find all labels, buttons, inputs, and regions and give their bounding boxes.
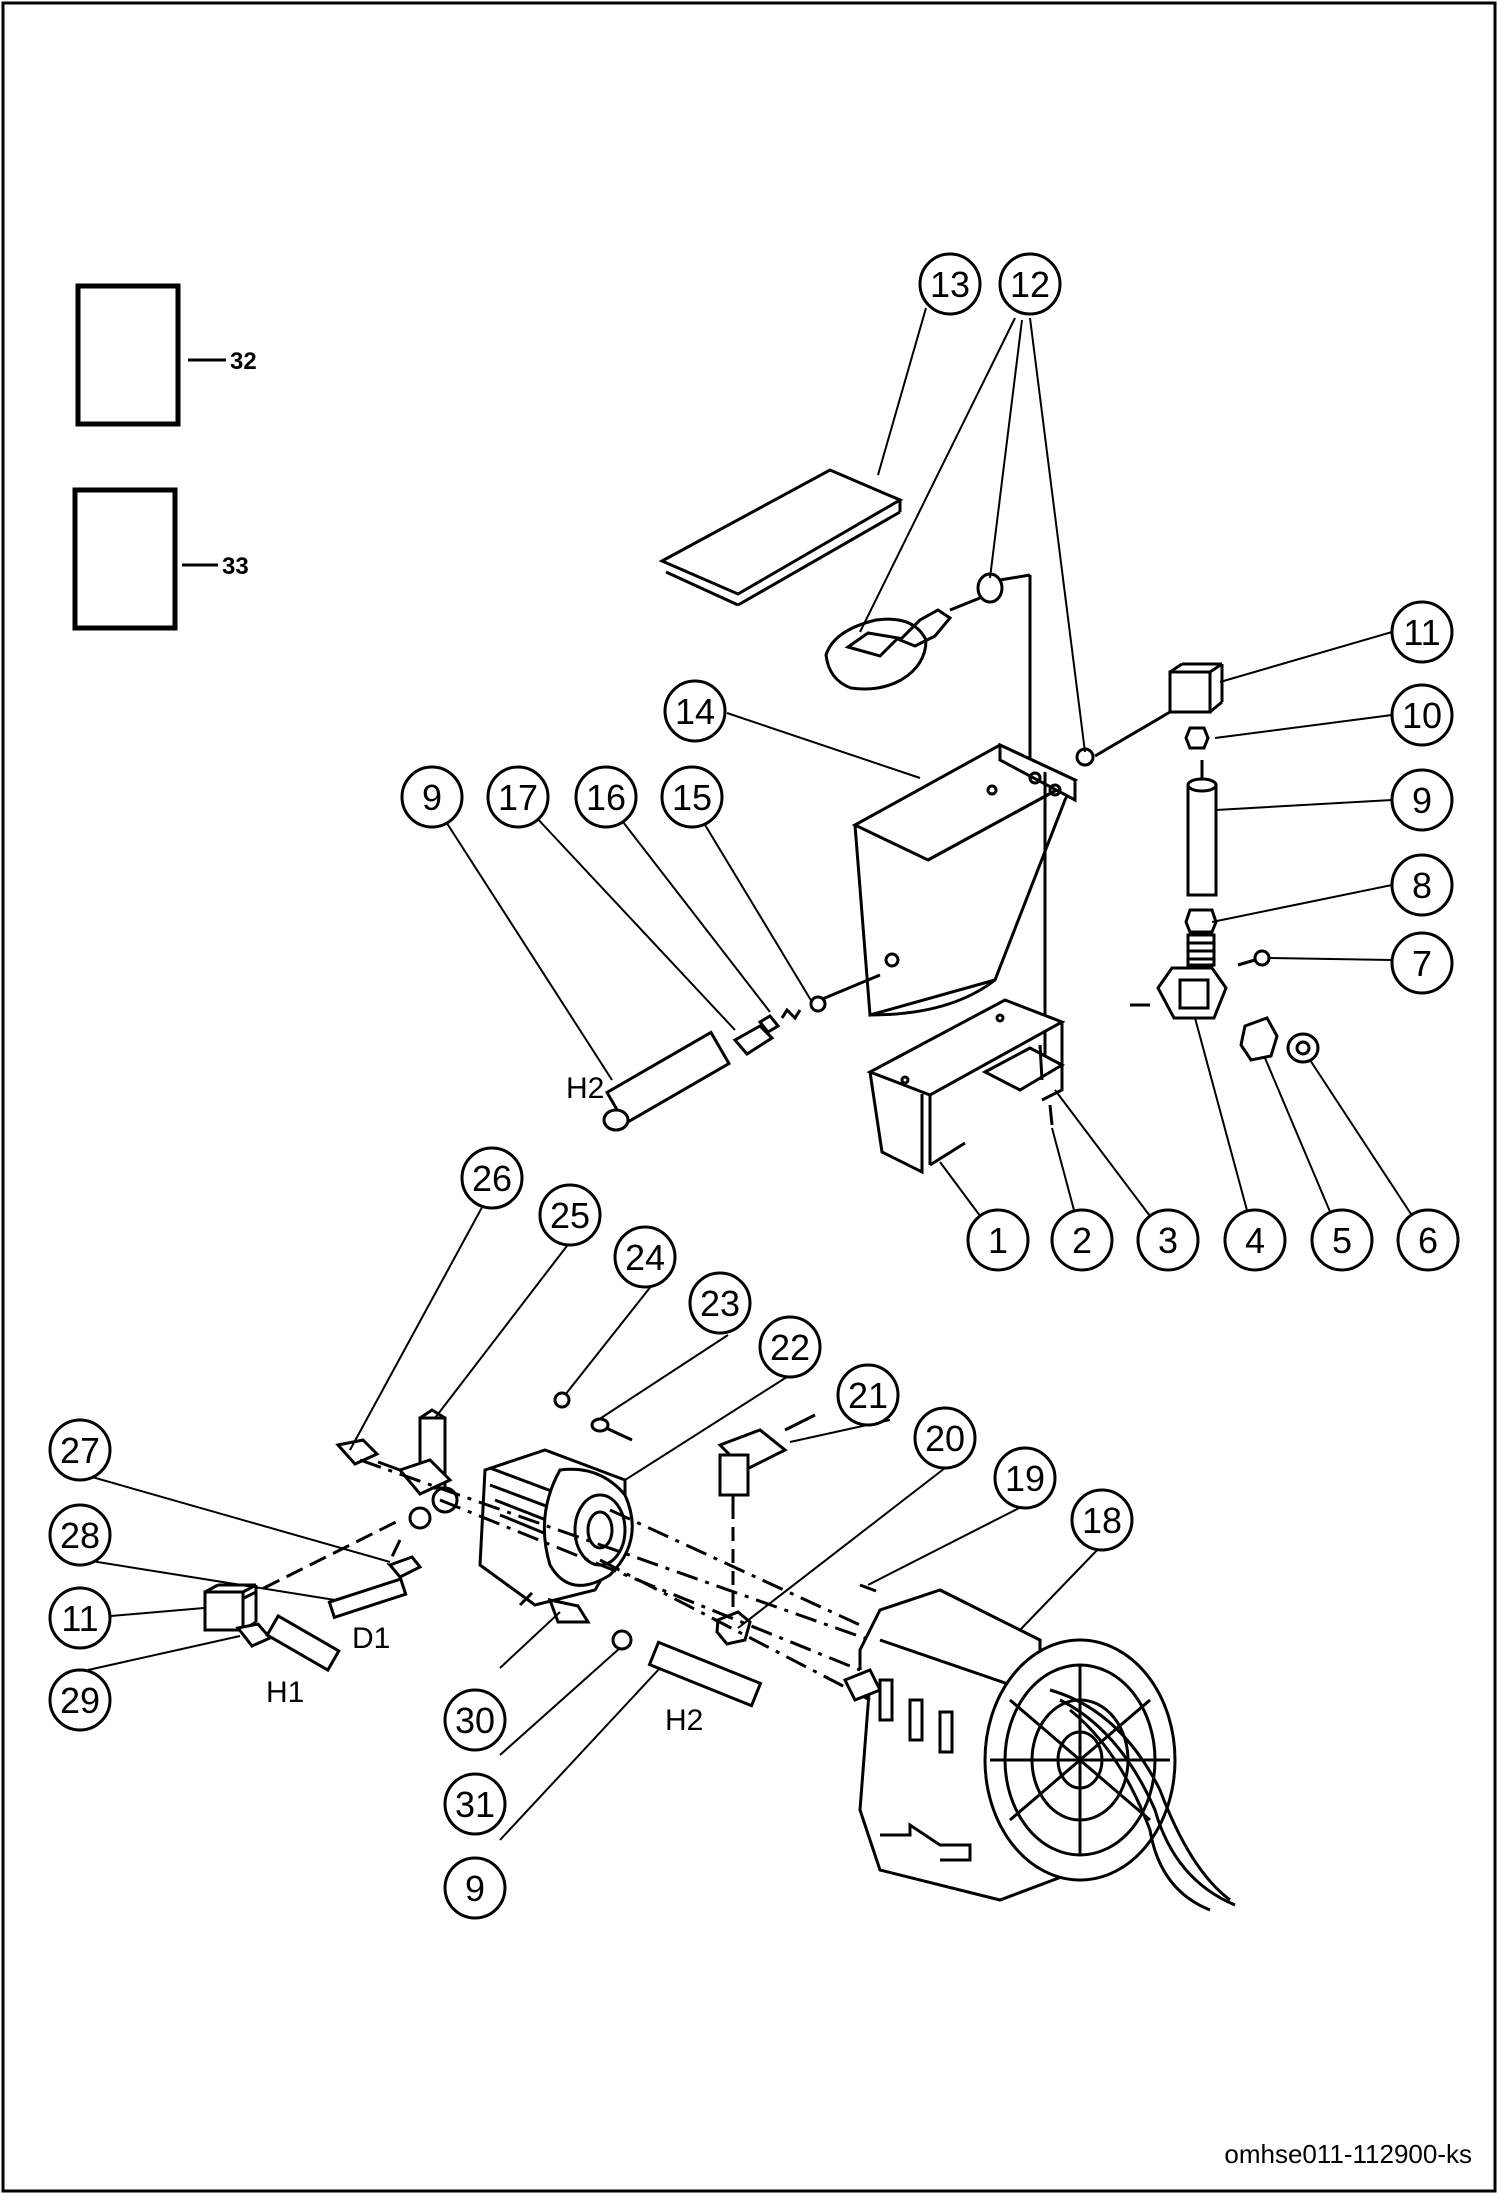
callout-bubble: 19 bbox=[993, 1446, 1057, 1510]
svg-text:23: 23 bbox=[700, 1283, 740, 1324]
svg-text:11: 11 bbox=[1403, 612, 1440, 653]
svg-text:5: 5 bbox=[1332, 1220, 1352, 1261]
svg-text:4: 4 bbox=[1245, 1220, 1265, 1261]
svg-text:30: 30 bbox=[455, 1700, 495, 1741]
callout-bubble: 15 bbox=[660, 765, 724, 829]
callout-bubble: 8 bbox=[1390, 853, 1454, 917]
pump-motor-assembly-drawing bbox=[203, 1391, 1236, 1912]
callout-bubble: 24 bbox=[613, 1225, 677, 1289]
hose-label-h2-lower: H2 bbox=[665, 1704, 703, 1737]
svg-text:21: 21 bbox=[848, 1375, 888, 1416]
callout-bubble: 5 bbox=[1310, 1208, 1374, 1272]
callout-bubble: 22 bbox=[758, 1315, 822, 1379]
callout-bubble: 20 bbox=[913, 1406, 977, 1470]
svg-text:20: 20 bbox=[925, 1418, 965, 1459]
literature-label: 33 bbox=[222, 553, 249, 580]
hose-label-d1: D1 bbox=[352, 1622, 390, 1655]
hose-label-h1: H1 bbox=[266, 1676, 304, 1709]
callout-bubble: 1 bbox=[966, 1208, 1030, 1272]
svg-text:31: 31 bbox=[455, 1784, 495, 1825]
callout-bubble: 16 bbox=[574, 765, 638, 829]
callout-bubble: 13 bbox=[918, 252, 982, 316]
svg-text:28: 28 bbox=[60, 1515, 100, 1556]
svg-text:24: 24 bbox=[625, 1237, 665, 1278]
callout-bubble: 28 bbox=[48, 1503, 112, 1567]
literature-item-32: 32 bbox=[75, 283, 257, 427]
svg-text:16: 16 bbox=[586, 777, 626, 818]
callout-bubble: 30 bbox=[443, 1688, 507, 1752]
tank-assembly-drawing bbox=[602, 468, 1320, 1175]
callout-bubble: 2 bbox=[1050, 1208, 1114, 1272]
callout-bubble: 23 bbox=[688, 1271, 752, 1335]
svg-text:9: 9 bbox=[465, 1868, 485, 1909]
svg-text:18: 18 bbox=[1082, 1500, 1122, 1541]
svg-text:9: 9 bbox=[1412, 780, 1432, 821]
svg-text:10: 10 bbox=[1402, 695, 1442, 736]
svg-text:9: 9 bbox=[422, 777, 442, 818]
callout-bubble: 7 bbox=[1390, 931, 1454, 995]
callout-bubble: 26 bbox=[460, 1146, 524, 1210]
callout-bubble: 29 bbox=[48, 1668, 112, 1732]
callout-bubble: 25 bbox=[538, 1183, 602, 1247]
leader-lines bbox=[84, 307, 1429, 1841]
svg-text:1: 1 bbox=[988, 1220, 1008, 1261]
callout-bubble: 21 bbox=[836, 1363, 900, 1427]
svg-text:14: 14 bbox=[675, 691, 715, 732]
svg-text:22: 22 bbox=[770, 1327, 810, 1368]
svg-text:26: 26 bbox=[472, 1158, 512, 1199]
svg-text:12: 12 bbox=[1010, 264, 1050, 305]
svg-text:29: 29 bbox=[60, 1680, 100, 1721]
callout-bubble: 3 bbox=[1136, 1208, 1200, 1272]
callout-bubble: 10 bbox=[1390, 683, 1454, 747]
svg-text:7: 7 bbox=[1412, 943, 1432, 984]
svg-text:27: 27 bbox=[60, 1430, 100, 1471]
callout-bubble: 14 bbox=[663, 679, 727, 743]
callouts: 13 12 11 10 9 8 7 14 9 17 16 15 1 2 3 4 … bbox=[48, 252, 1460, 1920]
svg-text:8: 8 bbox=[1412, 865, 1432, 906]
svg-text:15: 15 bbox=[672, 777, 712, 818]
svg-text:6: 6 bbox=[1418, 1220, 1438, 1261]
callout-bubble: 27 bbox=[48, 1418, 112, 1482]
svg-text:11: 11 bbox=[61, 1598, 98, 1639]
callout-bubble: 12 bbox=[998, 252, 1062, 316]
svg-text:25: 25 bbox=[550, 1195, 590, 1236]
callout-bubble: 17 bbox=[486, 765, 550, 829]
svg-text:3: 3 bbox=[1158, 1220, 1178, 1261]
callout-bubble: 11 bbox=[1390, 600, 1454, 664]
hose-label-h2-upper: H2 bbox=[566, 1072, 604, 1105]
callout-bubble: 9 bbox=[1390, 768, 1454, 832]
svg-text:17: 17 bbox=[498, 777, 538, 818]
svg-text:13: 13 bbox=[930, 264, 970, 305]
svg-text:19: 19 bbox=[1005, 1458, 1045, 1499]
drawing-reference-code: omhse011-112900-ks bbox=[1224, 2139, 1472, 2169]
callout-bubble: 9 bbox=[400, 765, 464, 829]
literature-label: 32 bbox=[230, 348, 257, 375]
callout-bubble: 9 bbox=[443, 1856, 507, 1920]
literature-item-33: 33 bbox=[72, 487, 249, 631]
callout-bubble: 11 bbox=[48, 1586, 112, 1650]
callout-bubble: 6 bbox=[1396, 1208, 1460, 1272]
callout-bubble: 4 bbox=[1223, 1208, 1287, 1272]
svg-text:2: 2 bbox=[1072, 1220, 1092, 1261]
callout-bubble: 31 bbox=[443, 1772, 507, 1836]
callout-bubble: 18 bbox=[1070, 1488, 1134, 1552]
